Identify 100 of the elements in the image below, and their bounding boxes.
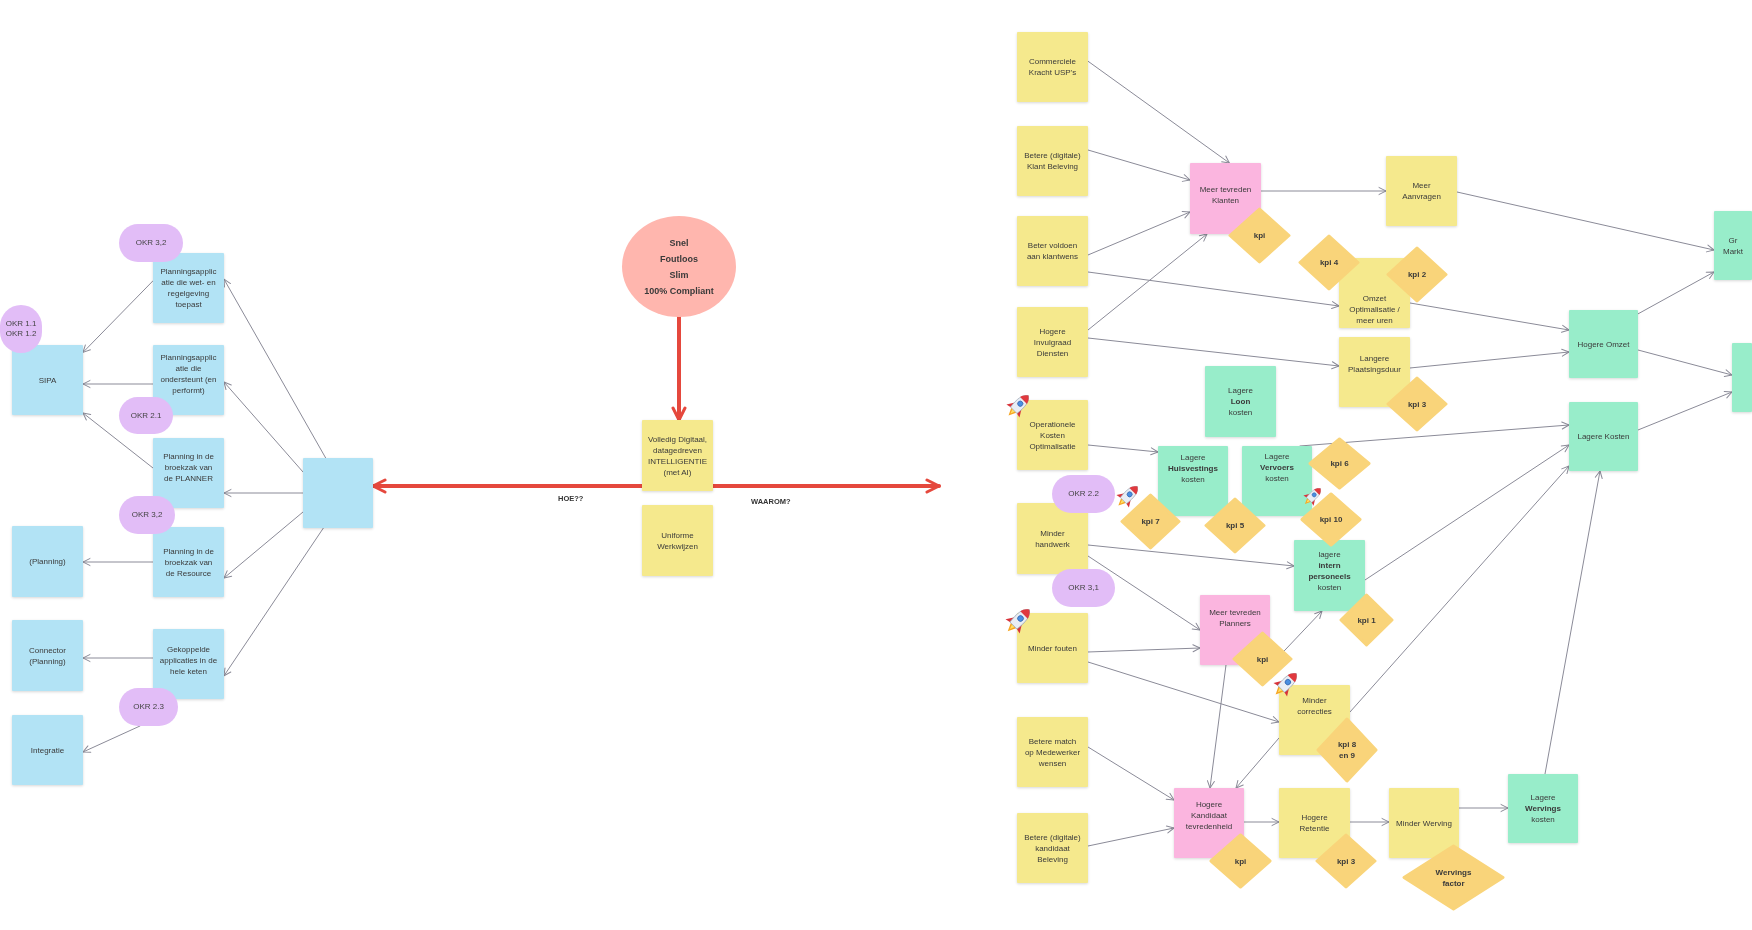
kpi-diamond — [1232, 631, 1293, 687]
arrow — [1243, 818, 1280, 826]
sticky-note — [1017, 126, 1088, 196]
note-text: kpi 1 — [1357, 614, 1376, 626]
sticky-note — [1017, 503, 1088, 574]
arrow — [1087, 60, 1230, 164]
arrow — [1087, 233, 1208, 331]
arrow — [1458, 804, 1509, 812]
note-text: kpi 10 — [1319, 514, 1343, 525]
note-text: Snel — [669, 236, 689, 249]
note-text: Wervings factor — [1434, 866, 1473, 889]
sticky-note — [642, 505, 713, 576]
note-text: Betere (digitale) Klant Beleving — [1023, 150, 1082, 172]
note-text: Lagere Wervings kosten — [1524, 792, 1562, 825]
sticky-note — [12, 345, 83, 415]
arrow — [82, 654, 154, 662]
arrow — [671, 315, 687, 422]
kpi-diamond — [1339, 593, 1394, 647]
arrow — [1260, 187, 1387, 195]
sticky-note — [303, 458, 373, 528]
note-text: Lagere Loon kosten — [1227, 385, 1254, 418]
arrow — [711, 478, 941, 494]
arrow — [1087, 149, 1191, 182]
tag-pill — [119, 496, 175, 534]
arrow — [1235, 737, 1280, 789]
note-text: kpi 6 — [1330, 458, 1349, 469]
arrow — [1349, 818, 1390, 826]
arrow — [1087, 746, 1175, 801]
note-text: kpi — [1256, 653, 1269, 665]
sticky-note — [12, 620, 83, 691]
sticky-note — [1017, 400, 1088, 470]
note-text: OKR 3,2 — [131, 510, 163, 520]
kpi-diamond — [1316, 717, 1378, 783]
note-text: kpi 4 — [1319, 257, 1339, 268]
note-text: OKR 1.2 — [5, 329, 37, 339]
arrow — [1087, 825, 1175, 847]
arrow — [1409, 302, 1570, 333]
note-text: OKR 3,2 — [135, 238, 167, 248]
arrow — [1349, 465, 1570, 713]
note-text: Beter voldoen aan klantwens — [1025, 240, 1080, 262]
arrow — [82, 558, 154, 566]
note-text: kpi 3 — [1336, 855, 1356, 867]
sticky-note — [1017, 32, 1088, 102]
sticky-note — [153, 253, 224, 323]
sticky-note — [1190, 163, 1261, 234]
kpi-diamond — [1308, 437, 1371, 490]
sticky-note — [1017, 307, 1088, 377]
note-text: kpi 8 en 9 — [1336, 739, 1358, 761]
sticky-note — [1732, 343, 1752, 412]
sticky-note — [12, 526, 83, 597]
sticky-note — [153, 629, 224, 699]
sticky-note — [1017, 216, 1088, 286]
arrow — [1544, 470, 1603, 775]
note-text: Planningsapplicatie die wet- en regelgeving toepast — [159, 266, 218, 310]
kpi-diamond — [1402, 844, 1505, 911]
tag-pill — [0, 305, 42, 353]
note-text: Hogere Omzet — [1577, 338, 1630, 350]
note-text: OKR 2.3 — [133, 702, 164, 712]
tag-pill — [1052, 569, 1115, 607]
note-text: Planning in de broekzak van de PLANNER — [162, 450, 215, 484]
sticky-note — [1205, 366, 1276, 437]
note-text: kpi 5 — [1225, 520, 1245, 531]
note-text: Volledig Digitaal, datagedreven INTELLIGENTIE (met AI) — [646, 433, 709, 478]
note-text: Commerciele Kracht USP's — [1027, 56, 1078, 78]
sticky-note — [1508, 774, 1578, 843]
arrow — [1456, 191, 1715, 253]
sticky-note — [1339, 337, 1410, 407]
note-text: Minder Werving — [1396, 817, 1452, 829]
arrow — [82, 380, 154, 388]
note-text: Planningsapplicatie die ondersteunt (en performt) — [159, 352, 218, 396]
sticky-note — [1158, 446, 1228, 516]
note-text: Connector (Planning) — [28, 644, 67, 667]
note-text: Omzet Optimalisatie / meer uren — [1348, 292, 1401, 326]
note-text: Lagere Huisvestings kosten — [1167, 451, 1219, 485]
note-text: OKR 2.1 — [130, 410, 162, 421]
tag-pill — [119, 224, 183, 262]
sticky-note — [1569, 402, 1638, 471]
note-text: kpi 3 — [1407, 398, 1427, 410]
sticky-note — [153, 527, 224, 597]
sticky-note — [153, 345, 224, 415]
note-text: Betere (digitale) kandidaat Beleving — [1023, 831, 1082, 865]
arrow — [1087, 337, 1340, 370]
note-text: OKR 3,1 — [1068, 583, 1099, 593]
arrow — [1637, 349, 1733, 378]
note-text: Betere match op Medewerker wensen — [1023, 735, 1082, 769]
arrow — [1206, 664, 1227, 789]
note-text: Integratie — [30, 744, 65, 756]
sticky-note — [1386, 156, 1457, 226]
tag-pill — [119, 397, 173, 434]
note-text: Meer Aanvragen — [1401, 180, 1442, 202]
note-text: 100% Compliant — [644, 284, 714, 297]
note-text: Langere Plaatsingsduur — [1347, 353, 1402, 375]
arrow — [1087, 555, 1201, 631]
arrow — [1087, 271, 1340, 310]
note-text: lagere intern personeels kosten — [1307, 548, 1352, 593]
note-text: Lagere Vervoers kosten — [1259, 450, 1295, 484]
sticky-note — [153, 438, 224, 508]
note-text: Minder correcties — [1296, 695, 1333, 717]
arrow — [371, 478, 644, 494]
note-text: Hogere Retentie — [1298, 812, 1331, 834]
